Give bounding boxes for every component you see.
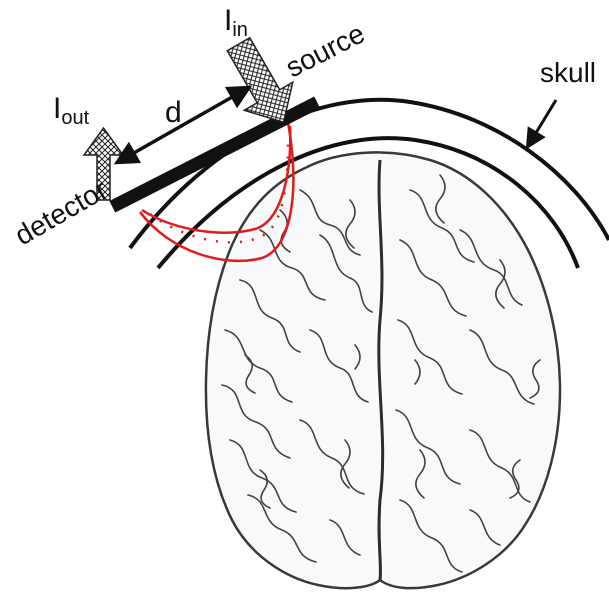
label-i-out-main: I: [53, 92, 61, 125]
label-i-in: Iin: [224, 4, 248, 41]
skull-pointer-arrow: [528, 100, 556, 146]
brain-outline: [206, 152, 560, 588]
label-source: source: [281, 18, 370, 84]
label-i-out-sub: out: [61, 107, 89, 129]
label-detector: detector: [10, 174, 113, 251]
label-i-out: Iout: [53, 92, 90, 129]
label-i-in-sub: in: [232, 19, 248, 41]
brain-illustration: [206, 152, 560, 588]
label-distance: d: [165, 96, 182, 129]
label-skull: skull: [540, 57, 596, 88]
label-i-in-main: I: [224, 4, 232, 37]
